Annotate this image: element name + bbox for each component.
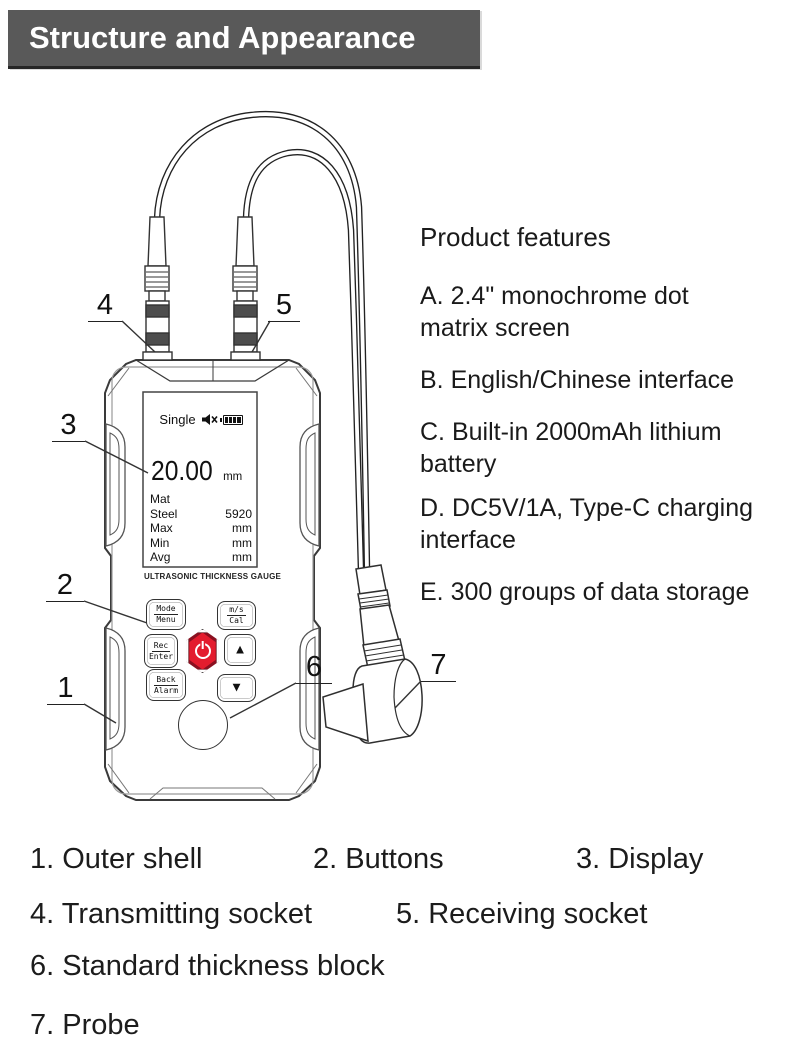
callout-4: 4 [88, 291, 122, 322]
measure-mode-label: Single [159, 412, 196, 427]
feature-item: D. DC5V/1A, Type-C charging interface [420, 494, 754, 554]
ms-cal-button: m/s Cal [217, 601, 256, 630]
callout-3: 3 [52, 411, 85, 442]
legend-item-probe: 7. Probe [30, 1009, 140, 1041]
feature-item: B. English/Chinese interface [420, 366, 735, 394]
cable-receive [242, 148, 365, 571]
legend-item-receiving-socket: 5. Receiving socket [396, 898, 648, 930]
callout-leader-lines [83, 320, 422, 724]
callout-2: 2 [46, 571, 84, 602]
probe [322, 564, 423, 744]
mute-icon [201, 414, 218, 425]
transmitting-socket [142, 216, 173, 361]
cable-transmit [153, 110, 371, 571]
callout-7: 7 [421, 651, 456, 682]
features-title: Product features [420, 222, 611, 252]
reading-unit: mm [223, 471, 243, 483]
callout-1: 1 [47, 674, 84, 705]
device-brand-label: ULTRASONIC THICKNESS GAUGE [143, 572, 282, 581]
feature-item: A. 2.4" monochrome dot matrix screen [420, 282, 689, 342]
callout-5: 5 [268, 291, 300, 322]
legend-item-transmitting-socket: 4. Transmitting socket [30, 898, 313, 930]
receiving-socket [230, 216, 261, 361]
screen-status-bar: Single [150, 412, 252, 427]
down-arrow-icon: ▼ [232, 680, 241, 696]
thickness-reading: 20.00 mm [151, 455, 257, 487]
power-icon [194, 643, 211, 659]
battery-icon [219, 414, 243, 425]
down-arrow-button: ▼ [217, 674, 256, 702]
feature-item: C. Built-in 2000mAh lithium battery [420, 418, 722, 478]
legend-item-display: 3. Display [576, 843, 704, 875]
product-features-section: Product features A. 2.4" monochrome dot … [420, 222, 800, 628]
back-alarm-button: Back Alarm [146, 669, 186, 701]
legend-item-thickness-block: 6. Standard thickness block [30, 950, 385, 982]
rec-enter-button: Rec Enter [144, 634, 178, 668]
legend-item-buttons: 2. Buttons [313, 843, 444, 875]
callout-6: 6 [296, 653, 332, 684]
up-arrow-button: ▲ [224, 634, 256, 666]
screen-row: Mat [150, 492, 171, 506]
reading-value: 20.00 [151, 455, 213, 486]
standard-thickness-block [178, 700, 228, 750]
legend-item-outer-shell: 1. Outer shell [30, 843, 203, 875]
feature-item: E. 300 groups of data storage [420, 578, 750, 606]
up-arrow-icon: ▲ [236, 642, 244, 658]
page-header: Structure and Appearance [8, 10, 480, 69]
page-title: Structure and Appearance [29, 20, 416, 55]
mode-menu-button: Mode Menu [146, 599, 186, 630]
